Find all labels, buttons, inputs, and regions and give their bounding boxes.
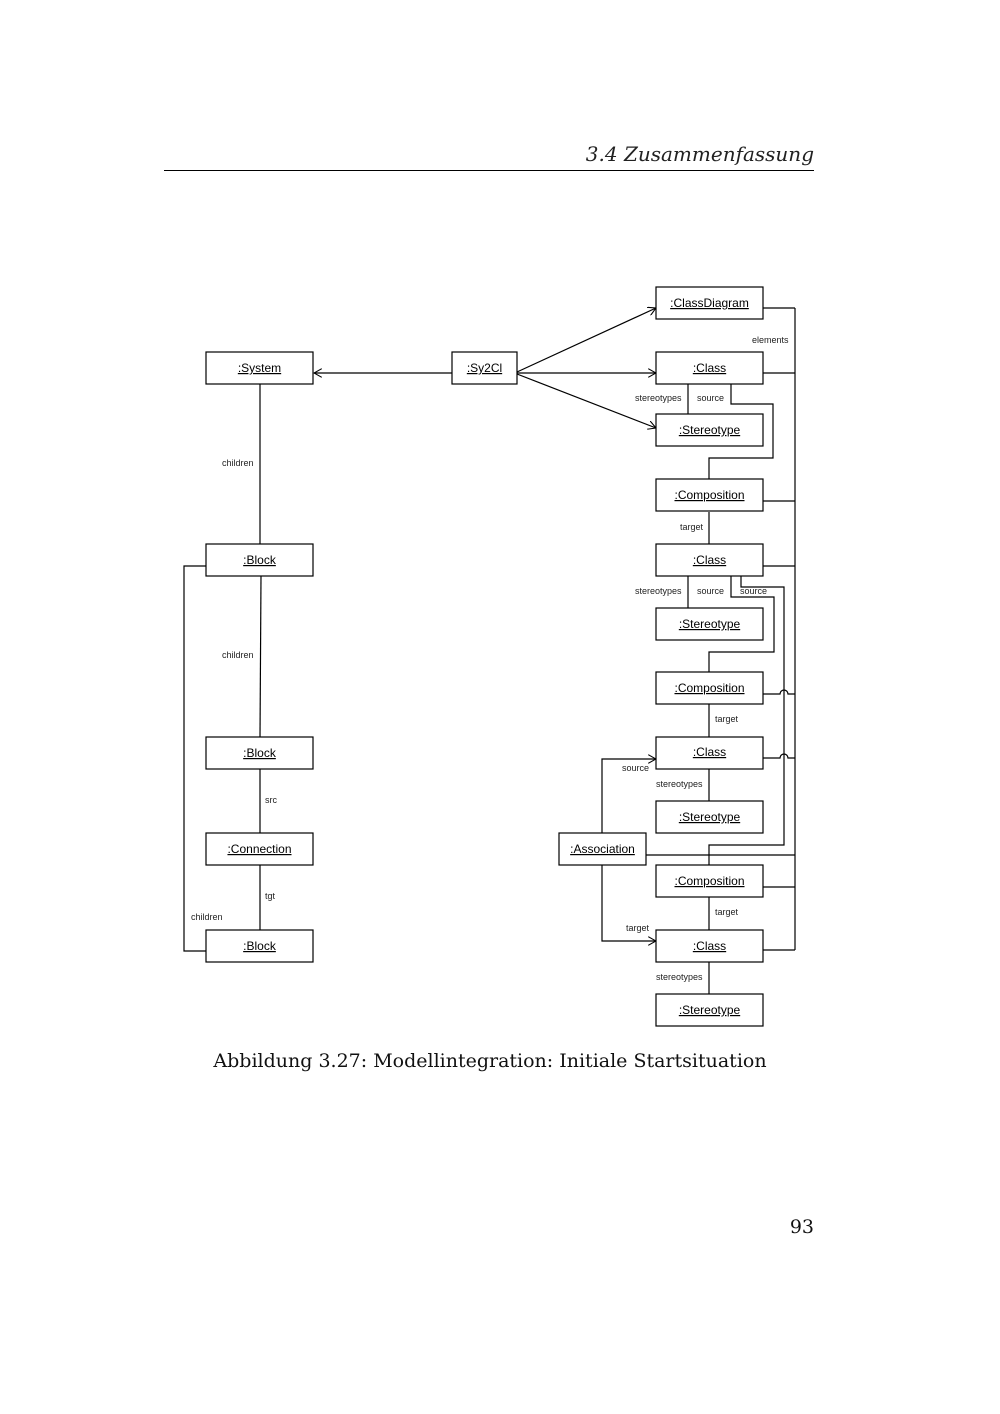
node-label: :Connection [227,842,291,856]
label-class1-source: source [697,393,724,403]
node-composition-2[interactable]: :Composition [655,671,764,705]
node-label: :ClassDiagram [670,296,749,310]
node-composition-1[interactable]: :Composition [655,478,764,512]
page-header: 3.4 Zusammenfassung [164,140,814,171]
label-class2-stereotypes: stereotypes [635,586,682,596]
node-label: :Composition [674,681,744,695]
edge-class2-comp2-source [708,576,775,672]
node-label: :Class [693,939,726,953]
node-association[interactable]: :Association [558,832,647,866]
node-label: :Block [243,553,277,567]
node-connection[interactable]: :Connection [205,832,314,866]
node-label: :Block [243,939,277,953]
node-label: :Sy2Cl [467,361,502,375]
page-number: 93 [789,1216,814,1238]
node-label: :System [238,361,281,375]
node-stereotype-3[interactable]: :Stereotype [655,800,764,834]
edge-class2-assoc-source [708,576,785,865]
node-system[interactable]: :System [205,351,314,385]
node-classdiagram[interactable]: :ClassDiagram [655,286,764,320]
node-label: :Stereotype [679,810,741,824]
edge-assoc-class4-target [601,865,656,941]
node-label: :Class [693,745,726,759]
node-stereotype-2[interactable]: :Stereotype [655,607,764,641]
label-block2-src: src [265,795,277,805]
node-label: :Composition [674,874,744,888]
label-connection-tgt: tgt [265,891,276,901]
edge-class3-bus [763,753,795,759]
node-composition-3[interactable]: :Composition [655,864,764,898]
edge-sy2cl-classdiagram [516,308,656,373]
node-stereotype-4[interactable]: :Stereotype [655,993,764,1027]
edge-class1-comp1-source [708,384,774,479]
label-assoc-target: target [626,923,650,933]
node-label: :Stereotype [679,423,741,437]
node-label: :Stereotype [679,617,741,631]
node-block-3[interactable]: :Block [205,929,314,963]
edge-block1-block3-children [183,565,206,952]
label-block3-children: children [191,912,223,922]
label-class1-stereotypes: stereotypes [635,393,682,403]
label-class3-stereotypes: stereotypes [656,779,703,789]
label-comp2-target: target [715,714,739,724]
label-elements: elements [752,335,789,345]
node-label: :Class [693,361,726,375]
node-block-1[interactable]: :Block [205,543,314,577]
edge-comp2-bus [763,689,795,695]
label-comp1-target: target [680,522,704,532]
label-class4-stereotypes: stereotypes [656,972,703,982]
node-stereotype-1[interactable]: :Stereotype [655,413,764,447]
label-class2-source-a: source [697,586,724,596]
figure-caption: Abbildung 3.27: Modellintegration: Initi… [213,1050,767,1072]
label-block1-children: children [222,650,254,660]
node-block-2[interactable]: :Block [205,736,314,770]
label-class2-source-b: source [740,586,767,596]
edge-sy2cl-stereotype1 [516,373,656,428]
section-title: 3.4 Zusammenfassung [585,142,814,166]
node-class-2[interactable]: :Class [655,543,764,577]
label-comp3-target: target [715,907,739,917]
node-label: :Stereotype [679,1003,741,1017]
label-assoc-source: source [622,763,649,773]
node-label: :Class [693,553,726,567]
node-sy2cl[interactable]: :Sy2Cl [451,351,518,385]
node-class-4[interactable]: :Class [655,929,764,963]
edge-assoc-class3-source [601,759,656,833]
label-system-children: children [222,458,254,468]
edge-block1-block2 [259,575,262,738]
node-class-1[interactable]: :Class [655,351,764,385]
node-label: :Block [243,746,277,760]
node-label: :Association [570,842,635,856]
node-class-3[interactable]: :Class [655,736,764,770]
node-label: :Composition [674,488,744,502]
